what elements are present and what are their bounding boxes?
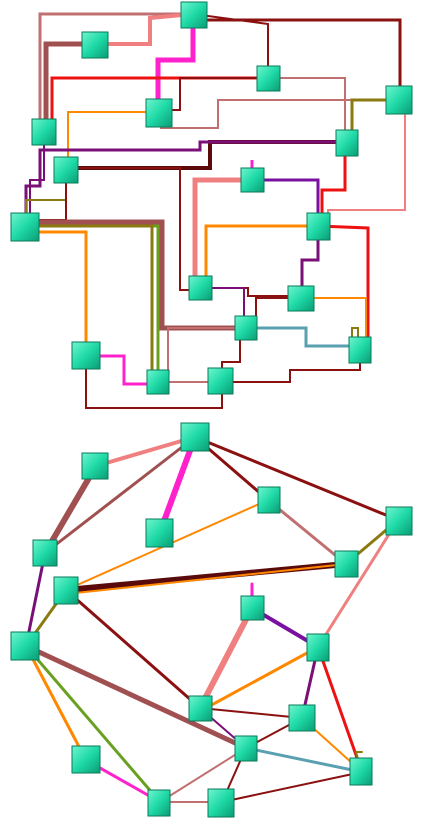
edge xyxy=(266,498,348,566)
edge xyxy=(192,13,269,78)
edge xyxy=(43,435,197,555)
edge xyxy=(160,77,268,111)
graph-node[interactable] xyxy=(234,315,258,341)
edge xyxy=(302,297,367,350)
graph-node[interactable] xyxy=(31,118,57,146)
edge xyxy=(192,177,252,288)
graph-node[interactable] xyxy=(81,452,109,480)
edge xyxy=(23,643,249,751)
graph-node[interactable] xyxy=(306,212,331,241)
edge xyxy=(204,224,318,288)
graph-node[interactable] xyxy=(207,367,234,395)
edge xyxy=(317,224,370,350)
graph-node[interactable] xyxy=(348,336,372,364)
graph-node[interactable] xyxy=(385,85,413,115)
edge xyxy=(300,226,320,298)
edge xyxy=(199,707,303,719)
edge xyxy=(157,434,198,535)
diagram-straight xyxy=(10,422,413,818)
edge xyxy=(94,435,197,468)
edge xyxy=(43,41,96,128)
edge xyxy=(252,178,320,226)
edge xyxy=(350,98,400,142)
graph-node[interactable] xyxy=(288,704,316,732)
edge xyxy=(24,644,88,762)
edge xyxy=(327,99,406,228)
graph-node[interactable] xyxy=(385,506,413,536)
edge xyxy=(24,140,345,226)
graph-node[interactable] xyxy=(180,422,210,452)
graph-node[interactable] xyxy=(256,65,281,92)
edge xyxy=(24,644,162,804)
edge xyxy=(160,99,400,129)
graph-node[interactable] xyxy=(334,550,359,578)
graph-node[interactable] xyxy=(10,212,40,242)
edge xyxy=(155,14,196,112)
edge xyxy=(85,356,223,409)
graph-node[interactable] xyxy=(234,735,258,762)
edge xyxy=(26,224,154,376)
graph-node[interactable] xyxy=(188,695,213,722)
edge xyxy=(246,326,362,348)
graph-node[interactable] xyxy=(287,285,315,312)
edge xyxy=(66,140,345,170)
graph-node[interactable] xyxy=(10,631,40,661)
graph-node[interactable] xyxy=(145,98,173,128)
edge xyxy=(86,354,158,386)
graph-node[interactable] xyxy=(188,275,213,301)
graph-node[interactable] xyxy=(53,156,79,184)
edge xyxy=(191,14,402,100)
edge xyxy=(268,77,346,142)
edge xyxy=(65,563,347,595)
edge xyxy=(316,518,400,649)
edge xyxy=(200,287,302,297)
edge xyxy=(320,142,347,226)
graph-node[interactable] xyxy=(180,1,208,29)
graph-node[interactable] xyxy=(81,31,109,59)
nodes-straight xyxy=(10,422,413,818)
edge xyxy=(42,463,99,556)
edge xyxy=(38,12,193,130)
edge xyxy=(159,747,247,803)
diagram-orthogonal xyxy=(10,1,413,409)
edge xyxy=(29,130,45,226)
graph-node[interactable] xyxy=(32,539,58,567)
edge xyxy=(24,551,47,648)
edge xyxy=(244,746,364,774)
graph-node[interactable] xyxy=(240,167,265,193)
graph-node[interactable] xyxy=(349,757,373,786)
graph-node[interactable] xyxy=(71,745,101,774)
edge xyxy=(64,588,202,710)
graph-node[interactable] xyxy=(71,341,101,370)
edge xyxy=(200,287,245,326)
graph-node[interactable] xyxy=(257,486,281,514)
edge xyxy=(222,350,361,383)
graph-node[interactable] xyxy=(335,129,359,157)
edges-orthogonal xyxy=(24,12,406,409)
graph-node[interactable] xyxy=(53,576,79,605)
edge xyxy=(96,12,194,46)
graph-node[interactable] xyxy=(240,595,265,621)
edge xyxy=(167,327,246,378)
graph-node[interactable] xyxy=(147,789,171,817)
graph-node[interactable] xyxy=(145,518,174,548)
edge xyxy=(26,230,88,356)
graph-node[interactable] xyxy=(146,369,170,395)
edge xyxy=(193,435,400,522)
edge xyxy=(197,605,255,711)
edge xyxy=(221,771,363,803)
edge xyxy=(204,645,320,710)
edge xyxy=(67,111,158,168)
nodes-orthogonal xyxy=(10,1,413,395)
graph-node[interactable] xyxy=(207,788,235,818)
edge xyxy=(26,219,246,331)
graph-node[interactable] xyxy=(306,633,330,662)
edge xyxy=(316,645,364,774)
